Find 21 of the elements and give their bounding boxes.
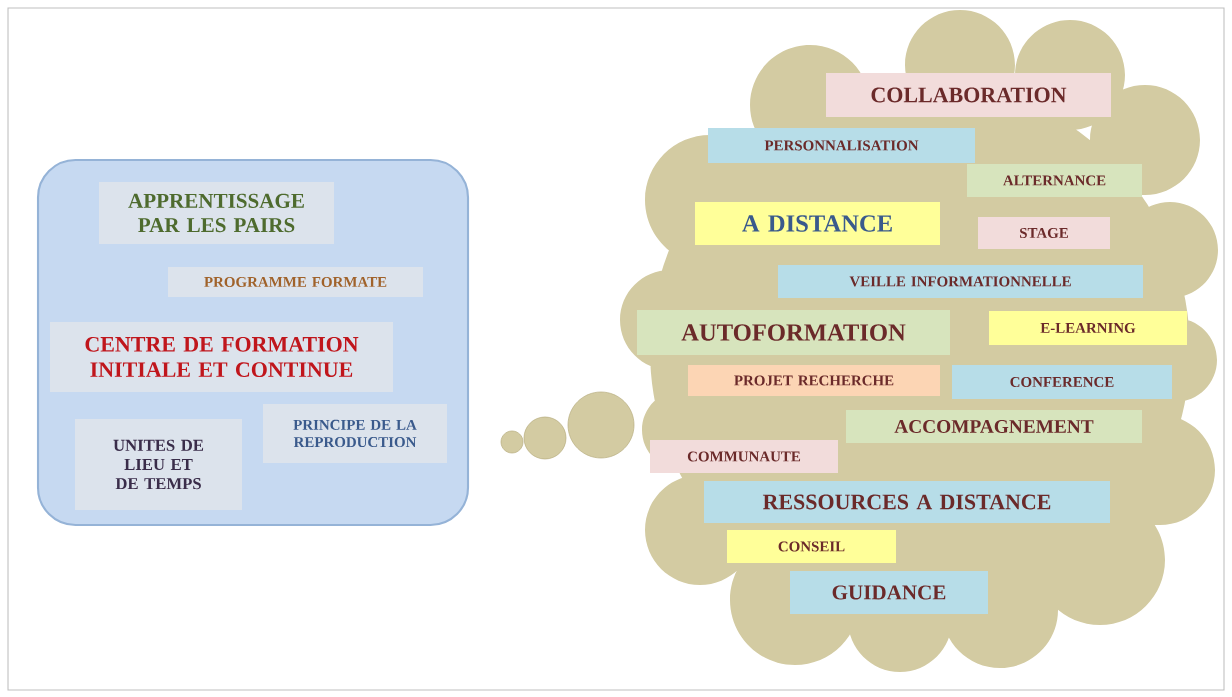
keyword-box: COMMUNAUTE xyxy=(650,440,838,473)
bubble-circle xyxy=(500,430,524,454)
keyword-box: VEILLE INFORMATIONNELLE xyxy=(778,265,1143,298)
keyword-box: UNITES DE LIEU ET DE TEMPS xyxy=(75,419,242,510)
keyword-box: RESSOURCES A DISTANCE xyxy=(704,481,1110,523)
keyword-box: APPRENTISSAGE PAR LES PAIRS xyxy=(99,182,334,244)
keyword-box: CONFERENCE xyxy=(952,365,1172,399)
keyword-box: A DISTANCE xyxy=(695,202,940,245)
keyword-box: GUIDANCE xyxy=(790,571,988,614)
keyword-box: CENTRE DE FORMATION INITIALE ET CONTINUE xyxy=(50,322,393,392)
keyword-box: PERSONNALISATION xyxy=(708,128,975,163)
keyword-box: COLLABORATION xyxy=(826,73,1111,117)
keyword-box: PROJET RECHERCHE xyxy=(688,365,940,396)
keyword-box: ACCOMPAGNEMENT xyxy=(846,410,1142,443)
keyword-box: CONSEIL xyxy=(727,530,896,563)
keyword-box: PROGRAMME FORMATE xyxy=(168,267,423,297)
keyword-box: ALTERNANCE xyxy=(967,164,1142,197)
keyword-box: STAGE xyxy=(978,217,1110,249)
keyword-box: PRINCIPE DE LA REPRODUCTION xyxy=(263,404,447,463)
keyword-box: E-LEARNING xyxy=(989,311,1187,345)
keyword-box: AUTOFORMATION xyxy=(637,310,950,355)
